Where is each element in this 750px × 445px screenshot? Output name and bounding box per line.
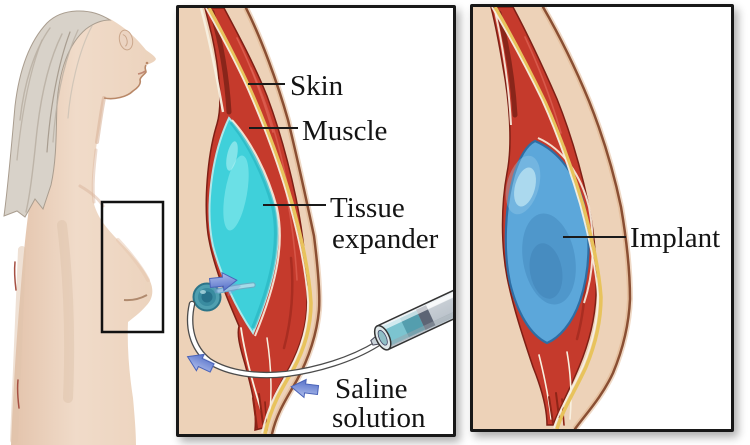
tissue-expander-diagram: Skin Muscle Tissue expander Saline solut… bbox=[179, 8, 453, 434]
patient-figure bbox=[3, 10, 165, 445]
fat-layer-line bbox=[493, 7, 603, 429]
nostril bbox=[145, 61, 149, 65]
expander-highlight bbox=[223, 155, 249, 231]
implant-diagram: Implant bbox=[473, 7, 720, 429]
capsule-line bbox=[231, 119, 281, 337]
fascia-line-left bbox=[494, 10, 512, 126]
injection-port bbox=[192, 282, 222, 312]
implant-label: Implant bbox=[630, 222, 720, 254]
implant-highlight-soft bbox=[505, 155, 541, 215]
implant-panel: Implant bbox=[470, 4, 734, 432]
patient-body bbox=[11, 12, 156, 445]
syringe-front-inner bbox=[377, 329, 388, 346]
implant-inner-shadow-2 bbox=[529, 243, 563, 299]
tissue-expander-panel: Skin Muscle Tissue expander Saline solut… bbox=[176, 5, 456, 437]
saline-label-line1: Saline bbox=[335, 373, 408, 405]
capsule-line bbox=[537, 137, 594, 304]
tissue-expander-label-line1: Tissue bbox=[330, 192, 405, 224]
back-marks bbox=[13, 261, 20, 409]
expander-edge-shade bbox=[229, 120, 278, 329]
fat-cream-line bbox=[491, 7, 599, 429]
fascia-line-left bbox=[199, 8, 225, 113]
hair bbox=[3, 10, 112, 218]
saline-label-line2: solution bbox=[332, 402, 426, 434]
tissue-expander-label-line2: expander bbox=[332, 223, 439, 255]
label-lines bbox=[248, 83, 326, 206]
ear bbox=[118, 29, 134, 51]
implant-inner-shadow bbox=[522, 213, 576, 305]
syringe-shade bbox=[387, 307, 453, 348]
body-shading bbox=[10, 96, 150, 444]
breast-crease bbox=[123, 294, 148, 302]
jaw-line bbox=[103, 64, 147, 100]
muscle-label: Muscle bbox=[302, 115, 387, 147]
skin-label: Skin bbox=[290, 70, 344, 102]
implant-highlight bbox=[514, 167, 536, 207]
syringe-plunger-rod bbox=[427, 294, 453, 322]
inferior-fold-lines bbox=[538, 351, 572, 426]
syringe bbox=[370, 287, 453, 351]
lip-line bbox=[137, 70, 146, 75]
fat-cream-line bbox=[205, 8, 309, 434]
breast-region-outline bbox=[100, 200, 165, 334]
saline-tube bbox=[186, 300, 381, 379]
hair-strands bbox=[16, 25, 93, 213]
syringe-glare bbox=[379, 291, 453, 331]
expander-highlight-2 bbox=[226, 141, 238, 171]
skin-outline bbox=[244, 8, 321, 434]
